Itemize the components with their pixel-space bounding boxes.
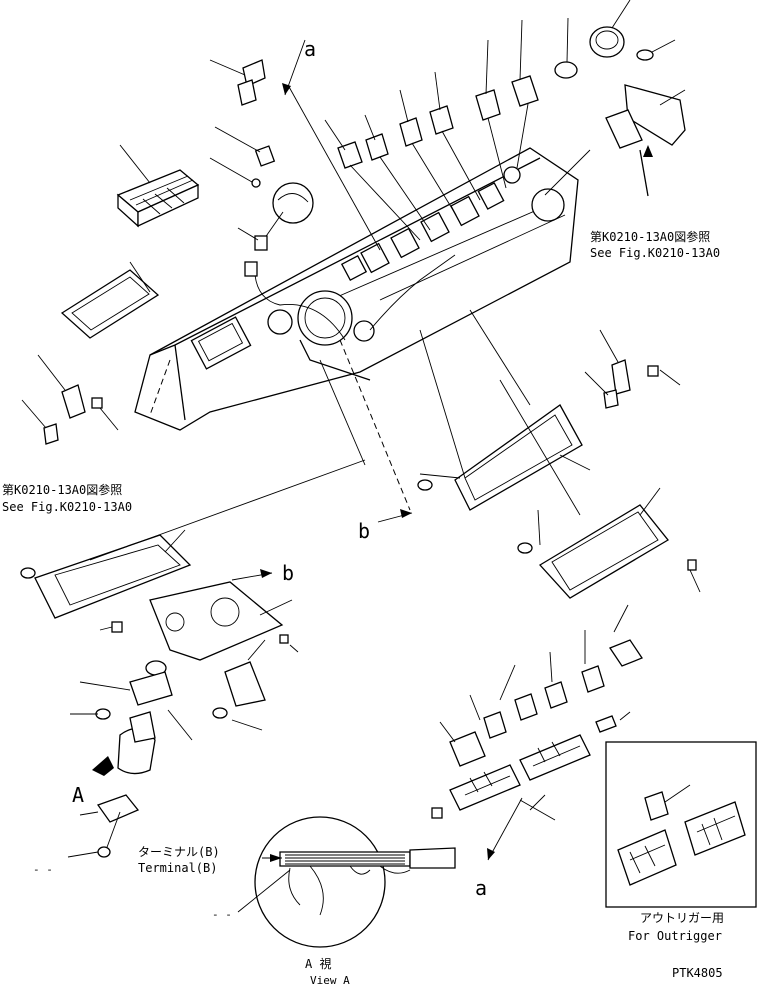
callout-a-bottom: a — [475, 876, 487, 900]
dash-mark-bottom: - - — [212, 908, 232, 921]
outrigger-switches: a — [431, 604, 643, 900]
callout-b-left-text: b — [282, 561, 294, 585]
left-brackets — [21, 354, 119, 445]
view-marker-a: A — [72, 783, 84, 807]
top-switches — [324, 19, 539, 241]
ref-top-en: See Fig.K0210-13A0 — [590, 246, 720, 260]
view-a-jp: A 視 — [305, 956, 331, 971]
gasket-plate — [149, 581, 299, 661]
ref-top-jp: 第K0210-13A0図参照 — [590, 229, 710, 244]
drawing-code: PTK4805 — [672, 966, 723, 980]
terminal-en: Terminal(B) — [138, 861, 217, 875]
top-parts: a — [60, 0, 686, 339]
ref-left-jp: 第K0210-13A0図参照 — [2, 482, 122, 497]
callout-b-mid: b — [319, 339, 413, 543]
outrigger-en: For Outrigger — [628, 929, 722, 943]
callout-b-left: b — [231, 561, 294, 585]
console-body — [134, 147, 579, 431]
callout-b-mid-text: b — [358, 519, 370, 543]
dash-mark-left: - - — [33, 863, 53, 876]
ref-left-en: See Fig.K0210-13A0 — [2, 500, 132, 514]
view-a-detail: - - ターミナル(B) Terminal(B) A 視 View A — [138, 816, 456, 986]
view-a-en: View A — [310, 974, 350, 986]
outrigger-inset: アウトリガー用 For Outrigger — [605, 741, 757, 943]
outrigger-jp: アウトリガー用 — [640, 911, 724, 925]
callout-a-top: a — [304, 37, 316, 61]
terminal-jp: ターミナル(B) — [138, 845, 220, 859]
middle-plates — [417, 309, 701, 599]
right-brackets — [584, 329, 681, 409]
key-switch: A - - — [33, 639, 266, 876]
left-plate — [20, 459, 366, 633]
